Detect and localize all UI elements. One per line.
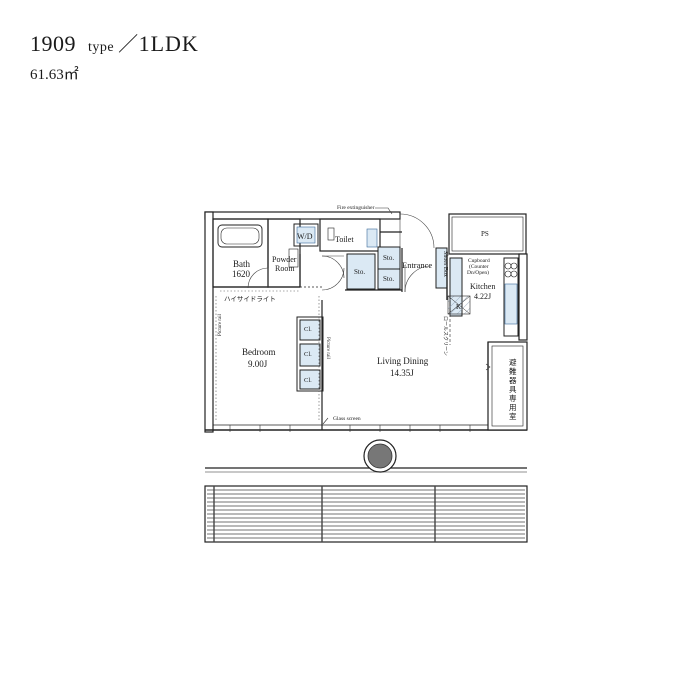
window-marks: [229, 425, 471, 432]
right-wall: [518, 253, 528, 341]
label-bedroom-size: 9.00J: [248, 359, 268, 369]
label-closet-3: Cl.: [304, 377, 312, 384]
label-glass-screen: Glass screen: [333, 416, 361, 422]
label-sto-3: Sto.: [383, 275, 394, 283]
layout-type: 1LDK: [138, 31, 199, 56]
top-wall: [204, 211, 401, 220]
label-ps: PS: [481, 230, 489, 238]
label-k-mark: K: [456, 303, 461, 311]
label-picture-rail-1: Picture rail: [218, 313, 223, 336]
right-lower-room: [487, 341, 528, 431]
balcony-railing: [204, 485, 528, 543]
floor-area: 61.63㎡: [30, 67, 79, 83]
label-kitchen: Kitchen: [470, 282, 495, 291]
washbasin: [288, 248, 299, 268]
label-high-side-light: ハイサイドライト: [224, 295, 276, 303]
unit-number: 1909: [30, 31, 76, 56]
label-wd: W/D: [297, 232, 313, 241]
leader-lines: [322, 207, 491, 425]
balcony: [204, 439, 528, 543]
toilet-fixture: [327, 227, 335, 241]
balcony-slats: [207, 486, 525, 542]
label-cupboard-1: Cupboard: [468, 258, 490, 264]
plan-header: 1909 type／1LDK 61.63㎡: [30, 28, 199, 84]
label-picture-rail-2: Picture rail: [325, 337, 330, 360]
outer-walls: [204, 211, 528, 433]
washer-dryer: [296, 226, 316, 244]
storage-closets: [345, 231, 403, 292]
ps-box: [448, 213, 527, 255]
label-fire-extinguisher: Fire extinguisher: [337, 205, 375, 211]
label-evacuation-room-text: 避難器具専用室: [509, 357, 517, 421]
left-wall: [204, 211, 214, 433]
label-living-dining: Living Dining: [377, 356, 429, 366]
bathtub: [217, 224, 263, 248]
label-powder-2: Room: [275, 264, 295, 273]
label-sto-2: Sto.: [383, 254, 394, 262]
label-evacuation-room: 避難器具専用室: [509, 357, 517, 421]
label-roll-screen: ロールスクリーン: [442, 316, 448, 356]
label-cupboard-3: Dn/Open): [467, 269, 489, 276]
label-cupboard-2: (Counter: [469, 263, 489, 270]
door-swings: [247, 213, 435, 293]
kitchen-unit: [447, 257, 519, 380]
label-powder-1: Powder: [272, 255, 297, 264]
plan-title: 1909 type／1LDK: [30, 28, 199, 57]
label-kitchen-size: 4.22J: [474, 292, 491, 301]
type-word: type: [88, 40, 115, 55]
label-bath: Bath: [233, 259, 250, 269]
label-bedroom: Bedroom: [242, 347, 276, 357]
label-closet-2: Cl.: [304, 351, 312, 358]
label-living-size: 14.35J: [390, 368, 414, 378]
label-toilet: Toilet: [335, 235, 354, 244]
picture-rails: [215, 290, 320, 422]
room-labels: Fire extinguisher PS W/D Toilet Bath 162…: [218, 205, 495, 422]
wet-area: [212, 218, 381, 288]
label-sto-1: Sto.: [354, 268, 365, 276]
bedroom-closets: [296, 300, 324, 430]
label-closet-1: Cl.: [304, 326, 312, 333]
label-entrance: Entrance: [402, 260, 432, 270]
title-slash: ／: [118, 34, 139, 56]
label-bath-size: 1620: [232, 269, 251, 279]
label-shoes-box: Shoes Box: [442, 251, 448, 277]
